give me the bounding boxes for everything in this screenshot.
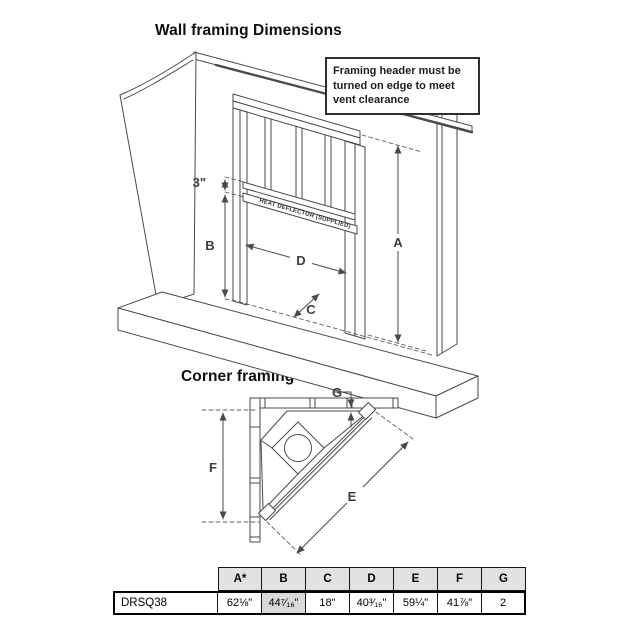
col-header-c: C: [306, 567, 350, 591]
dim-label-g: G: [332, 385, 342, 400]
floor-platform: [117, 291, 479, 419]
dim-label-a: A: [393, 235, 403, 250]
value-e: 59¼": [394, 591, 438, 615]
corner-walls: [249, 397, 399, 543]
table-corner-spacer: [113, 567, 218, 591]
dimensions-table: A* B C D E F G DRSQ38 62⅛" 44⁷⁄₁₆" 18" 4…: [113, 567, 526, 615]
col-header-g: G: [482, 567, 526, 591]
col-header-a: A*: [218, 567, 262, 591]
corner-framing-title: Corner framing: [181, 368, 295, 385]
dim-label-e: E: [348, 489, 357, 504]
value-d: 40³⁄₁₆": [350, 591, 394, 615]
value-g: 2: [482, 591, 526, 615]
dim-label-d: D: [296, 253, 305, 268]
col-header-f: F: [438, 567, 482, 591]
dim-label-c: C: [306, 302, 316, 317]
dim-label-b: B: [205, 238, 214, 253]
value-b: 44⁷⁄₁₆": [262, 591, 306, 615]
corner-framing-diagram: G F E: [201, 385, 414, 556]
value-f: 41⅞": [438, 591, 482, 615]
model-cell: DRSQ38: [113, 591, 218, 615]
wall-dimension-lines: [221, 134, 433, 356]
stud-frame: [232, 93, 366, 340]
col-header-d: D: [350, 567, 394, 591]
table-data-row: DRSQ38 62⅛" 44⁷⁄₁₆" 18" 40³⁄₁₆" 59¼" 41⅞…: [113, 591, 526, 615]
right-wall-panel: [436, 101, 458, 357]
value-a: 62⅛": [218, 591, 262, 615]
note-box: Framing header must be turned on edge to…: [325, 57, 480, 115]
col-header-b: B: [262, 567, 306, 591]
left-cutaway-wall: [119, 51, 197, 307]
value-c: 18": [306, 591, 350, 615]
col-header-e: E: [394, 567, 438, 591]
dim-label-f: F: [209, 460, 217, 475]
dim-label-3in: 3": [193, 175, 206, 190]
table-header-row: A* B C D E F G: [113, 567, 526, 591]
wall-framing-title: Wall framing Dimensions: [155, 22, 342, 39]
corner-dimension-lines: [201, 391, 414, 556]
